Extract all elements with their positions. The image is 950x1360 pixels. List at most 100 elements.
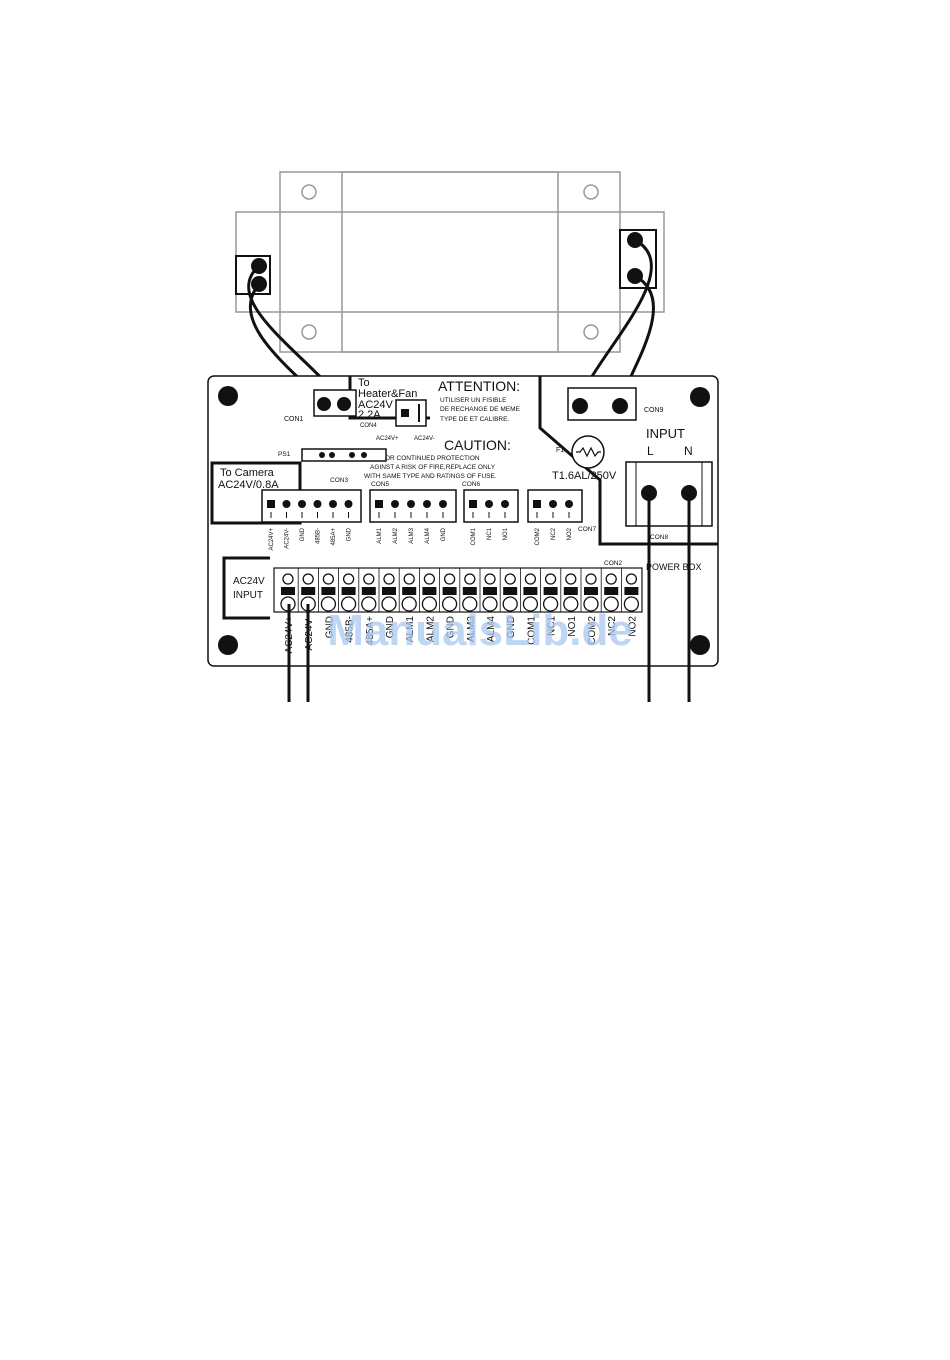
con2-clamp [584,587,598,595]
con2-pin-label: GND [446,616,457,638]
ac24v-input-box [222,556,270,620]
con2-wire-hole [563,596,579,612]
con2-wire-hole [441,596,458,612]
mounting-hole [218,386,238,406]
con2-screw [383,573,395,585]
con2-screw [544,573,557,585]
con3-pin [298,500,306,508]
con4-ac24v-plus: AC24V+ [376,436,399,442]
con6-pin-label: COM1 [471,527,477,545]
con3-pin-label: 485B- [316,528,322,544]
con2-screw [524,573,537,585]
con9-pin [612,398,628,414]
con2-wire-hole [502,596,518,612]
con6-label: CON6 [462,481,480,488]
con4-pin-square [401,409,409,417]
con6-pin-square [469,500,477,508]
con2-screw [423,573,436,585]
con5-pin-square [375,500,383,508]
con2-wire-hole [340,596,357,612]
con2-pin-label: COM2 [587,616,598,645]
caution-line-1: FOR CONTINUED PROTECTION [381,455,480,462]
ps1-pin [361,452,367,458]
ps1-connector [301,448,387,462]
con7-pin [565,500,573,508]
con5-pin [439,500,447,508]
con9-label: CON9 [644,407,664,414]
con2-pin-label: 485A+ [365,616,376,645]
con3-pin [313,500,322,508]
con2-clamp [543,587,558,595]
con5-pin [423,500,431,508]
con2-screw [282,573,294,585]
con2-pin-label: AC24V- [304,616,315,650]
con2-screw [504,573,516,585]
con2-wire-hole [542,596,559,612]
con2-screw [464,573,476,585]
con5-pin [391,500,399,508]
input-label: INPUT [646,426,685,441]
con6-pin-label: NO1 [503,527,509,540]
con2-clamp [402,587,417,595]
con7-pin-label: NC2 [551,527,557,540]
con3-pin-square [267,500,275,508]
con3-pin-label: AC24V- [285,528,291,549]
con2-wire-hole [603,596,619,612]
con3-pin-label: 485A+ [331,528,337,546]
con7-pin-square [533,500,541,508]
con2-screw [605,573,617,585]
f1-label: F1 [556,447,564,454]
fuse-icon [571,435,605,469]
con6-pin-label: NC1 [487,527,493,540]
attention-line-2: DE RECHANGE DE MEME [440,406,520,413]
con4-connector [395,399,427,427]
con2-clamp [563,587,578,595]
con9-pin [572,398,588,414]
con2-pin-label: ALM1 [405,616,416,643]
watermark: ManualsLib.de [327,606,633,655]
ac24v-input-label: AC24V [233,576,265,587]
con2-clamp [624,587,639,595]
con2-clamp [604,587,619,595]
con2-wire-hole [623,596,640,612]
con2-clamp [422,587,437,595]
caution-line-2: AGINST A RISK OF FIRE,REPLACE ONLY [370,464,496,471]
con3-connector [261,489,362,523]
con2-pin-label: ALM4 [486,616,497,643]
con2-pin-label: NC2 [607,616,618,636]
con2-wire-hole [462,596,478,612]
con2-clamp [301,587,316,595]
con2-label: CON2 [604,560,622,567]
con2-screw [363,573,375,585]
con2-screw [484,573,496,585]
con3-pin [329,500,337,508]
input-l-label: L [647,444,654,458]
mounting-hole [218,635,238,655]
con7-pin-label: NO2 [567,527,573,540]
transformer [235,171,665,353]
con2-pin-label: NC1 [547,616,558,636]
con2-wire-hole [401,596,417,612]
con5-pin-label: ALM2 [393,527,399,543]
con2-pin-label: GND [385,616,396,638]
external-wires [287,493,691,702]
con2-screw [443,573,456,585]
con2-screw [403,573,415,585]
con3-pin [344,500,353,508]
camera-spec-label: AC24V/0.8A [218,479,279,491]
attention-line-1: UTILISER UN FISIBLE [440,397,507,404]
con2-wire-hole [583,596,599,612]
con5-pin [407,500,415,508]
con2-clamp [483,587,497,595]
con2-clamp [281,587,295,595]
con7-pin-label: COM2 [535,527,541,545]
con2-pin-label: COM1 [526,616,537,645]
attention-line-3: TYPE DE ET CALIBRE. [440,416,509,423]
con2-pin-label: GND [506,616,517,638]
con8-connector [625,461,713,527]
con3-pin-label: GND [347,527,353,541]
con2-clamp [523,587,538,595]
con5-pin-label: ALM1 [377,527,383,543]
